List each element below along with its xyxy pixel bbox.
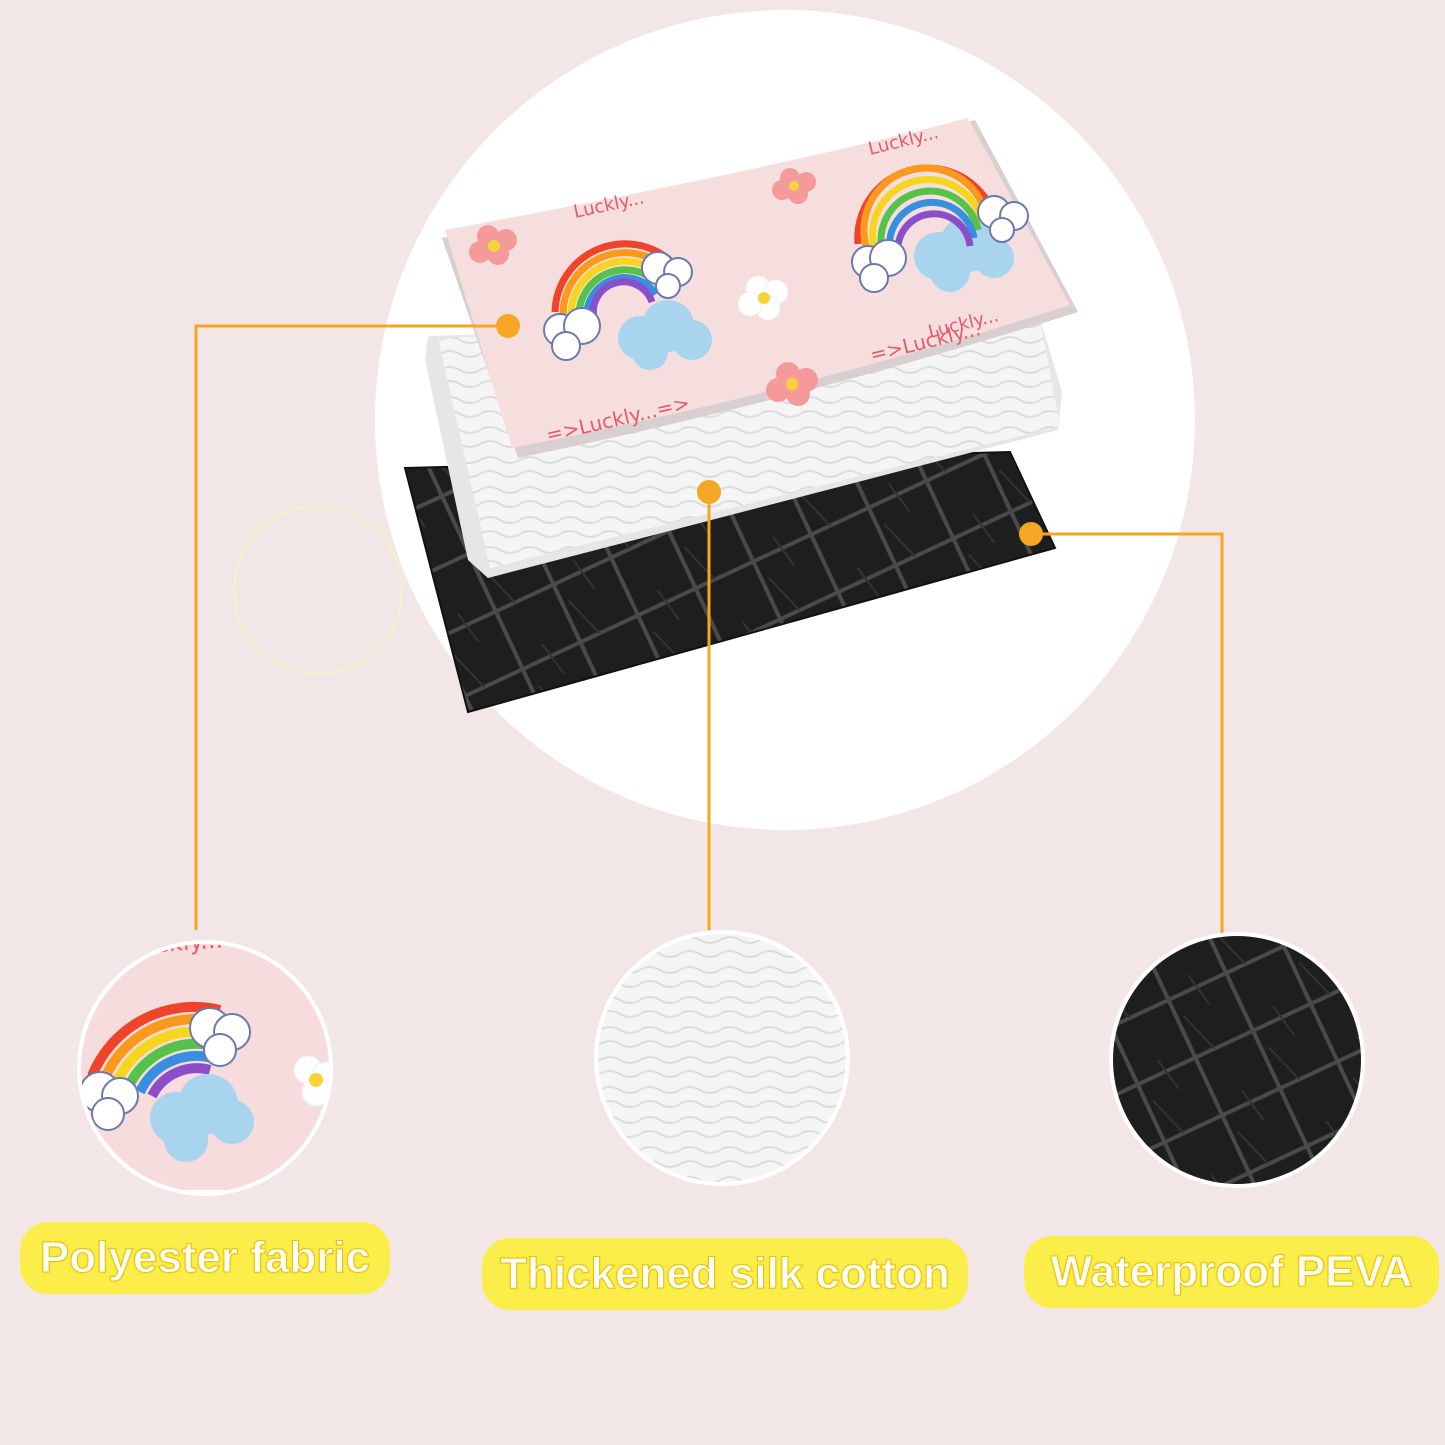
zoom-cotton: [594, 930, 850, 1186]
label-waterproof-peva: Waterproof PEVA: [1024, 1236, 1439, 1308]
zoom-polyester: Luckly...: [77, 940, 333, 1196]
connector-lines: [194, 324, 1224, 938]
connector-polyester: [194, 324, 508, 930]
callout-dot: [496, 314, 520, 338]
decorative-ring: [233, 505, 403, 675]
label-thickened-silk-cotton: Thickened silk cotton: [482, 1238, 968, 1310]
callout-dot: [1019, 522, 1043, 546]
blue-cloud-icon: [618, 216, 1014, 370]
flower-icon: [469, 168, 818, 406]
cloud-icon: [543, 251, 693, 361]
rainbow-icon: [854, 164, 994, 255]
callout-dot: [697, 480, 721, 504]
polyester-layer: Luckly... Luckly... Luckly... =>Luckly..…: [442, 118, 1078, 458]
cloud-icon: [851, 195, 1029, 293]
label-polyester-fabric: Polyester fabric: [20, 1222, 390, 1294]
zoom-peva: [1109, 932, 1365, 1188]
connector-peva: [1031, 532, 1224, 938]
